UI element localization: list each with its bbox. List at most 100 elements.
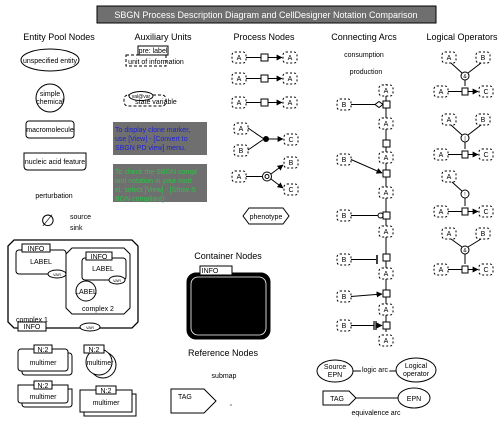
note-clone-line-2: use [View] - [Convert to <box>115 136 188 143</box>
nucleic-acid-feature-label: nucleic acid feature <box>25 159 85 166</box>
catalysis-arc-head <box>377 212 384 219</box>
note-clone-marker: To display clone marker, use [View] - [C… <box>113 122 207 155</box>
macromolecule-label: macromolecule <box>26 127 74 134</box>
pre-label: pre: label <box>139 48 168 55</box>
submap-label: submap <box>212 373 237 380</box>
header-logical: Logical Operators <box>426 32 498 42</box>
note-compliant-line-3: el, select [View] - [Show S <box>115 187 196 194</box>
process-3-a-left: A <box>237 100 242 107</box>
arc-b-6: B <box>342 323 347 330</box>
logic-arc-example[interactable]: Source EPN logic arc Logical operator <box>316 357 437 383</box>
multimer-3-label: multimer <box>30 394 58 401</box>
connecting-arcs-group: A A A A A A A A B B B B <box>336 84 394 347</box>
equivalence-tag-label: TAG <box>330 396 344 403</box>
complex2-macromolecule-label: LABEL <box>92 266 114 273</box>
arc-b-4: B <box>342 257 347 264</box>
svg-text:To display clone marker,: To display clone marker, use [View] - [C… <box>115 127 192 152</box>
multimer-macromolecule-glyph[interactable]: N:2 multimer <box>17 344 73 376</box>
process-1-a-left: A <box>237 55 242 62</box>
header-connecting: Connecting Arcs <box>331 32 397 42</box>
arc-a-3: A <box>384 155 389 162</box>
state-variable-glyph[interactable]: val@var state variable <box>123 91 177 107</box>
simple-chemical-label-1: simple <box>40 91 60 98</box>
header-process: Process Nodes <box>233 32 295 42</box>
and2-a: A <box>447 231 452 238</box>
process-glyph[interactable] <box>260 53 269 62</box>
complex-1-glyph[interactable]: INFO LABEL VAR INFO LABEL VAR LABEL comp… <box>7 239 139 332</box>
header-entity-pool: Entity Pool Nodes <box>23 32 95 42</box>
process-1-a-right: A <box>288 55 293 62</box>
source-sink-glyph[interactable]: ∅ <box>41 211 55 230</box>
phenotype-label: phenotype <box>250 214 283 221</box>
phenotype-glyph[interactable] <box>242 207 290 225</box>
container-header: Container Nodes <box>194 251 262 261</box>
multimer-3-n: N:2 <box>38 383 49 390</box>
logical-operator-label-1: Logical <box>405 363 428 370</box>
macromolecule-glyph[interactable]: macromolecule <box>25 120 75 139</box>
and-b: B <box>481 55 486 62</box>
complex-inner-label: LABEL <box>30 259 52 266</box>
reference-header: Reference Nodes <box>188 348 259 358</box>
unspecified-entity-glyph[interactable]: unspecified entity <box>20 48 80 72</box>
compartment-glyph[interactable]: INFO <box>186 265 271 340</box>
and2-symbol: & <box>463 248 467 254</box>
dissociation-a: A <box>237 174 242 181</box>
complex1-var: VAR <box>86 325 94 330</box>
consumption-label: consumption <box>344 52 384 59</box>
arc-b-2: B <box>342 157 347 164</box>
epn-label: EPN <box>407 396 421 403</box>
process-2-a-right: A <box>288 76 293 83</box>
complex2-name: complex 2 <box>82 306 114 313</box>
or-a: A <box>447 117 452 124</box>
unit-of-information-label: unit of information <box>128 59 184 66</box>
source-epn-label-1: Source <box>324 364 346 371</box>
multimer-2-label: multimer <box>87 360 115 367</box>
and2-b: B <box>481 231 486 238</box>
sink-label: sink <box>70 225 83 232</box>
multimer-nucleic-glyph[interactable]: N:2 multimer <box>17 380 73 408</box>
tag-glyph[interactable]: TAG <box>170 388 232 414</box>
multimer-chemical-glyph[interactable]: N:2 multimer <box>83 344 117 379</box>
multimer-1-n: N:2 <box>38 347 49 354</box>
and-out-c: C <box>483 89 488 96</box>
not-out-c: C <box>483 209 488 216</box>
multimer-1-label: multimer <box>30 360 58 367</box>
perturbation-label: perturbation <box>35 193 72 200</box>
association-glyph[interactable] <box>263 136 269 142</box>
compartment-info: INFO <box>202 268 219 275</box>
complex1-info: INFO <box>24 324 41 331</box>
or-out-a: A <box>439 152 444 159</box>
association-b: B <box>239 148 244 155</box>
multimer-macromolecule-2-glyph[interactable]: N:2 multimer <box>79 385 137 417</box>
logical-operators-group: A B & A C A B | A C A ! <box>433 51 494 276</box>
complex2-chemical-label: LABEL <box>75 289 97 296</box>
note-compliant-line-4: BGN compliant] <box>115 196 164 203</box>
and-out-a: A <box>439 89 444 96</box>
arc-a-7: A <box>384 307 389 314</box>
complex-inner-var: VAR <box>53 272 61 277</box>
arc-b-3: B <box>342 213 347 220</box>
equivalence-arc-example[interactable]: TAG EPN equivalence arc <box>322 387 431 417</box>
and-a: A <box>447 55 452 62</box>
or-out-c: C <box>483 152 488 159</box>
simple-chemical-glyph[interactable]: simple chemical <box>35 83 65 113</box>
nucleic-acid-feature-glyph[interactable]: nucleic acid feature <box>23 152 87 171</box>
omitted-process-glyph[interactable] <box>260 74 269 83</box>
process-node-group: A A A A A A A B C A <box>231 51 299 225</box>
note-sbgn-compliant: To check the SBGN compl iant notation in… <box>113 164 207 203</box>
multimer-4-n: N:2 <box>101 388 112 395</box>
arc-a-4: A <box>384 190 389 197</box>
not-a: A <box>447 174 452 181</box>
arc-a-6: A <box>384 271 389 278</box>
page-title: SBGN Process Description Diagram and Cel… <box>114 10 417 20</box>
uncertain-process-glyph[interactable] <box>260 98 269 107</box>
source-label: source <box>70 214 91 221</box>
state-value: val@var <box>132 94 151 100</box>
title-bar: SBGN Process Description Diagram and Cel… <box>96 5 437 24</box>
svg-text:To check the SBGN compl: To check the SBGN compl iant notation in… <box>115 169 199 203</box>
dissociation-b: B <box>289 160 294 167</box>
equivalence-arc-label: equivalence arc <box>351 410 401 417</box>
production-label: production <box>350 69 383 76</box>
or-b: B <box>481 117 486 124</box>
unit-of-information-glyph[interactable]: pre: label unit of information <box>125 45 184 67</box>
